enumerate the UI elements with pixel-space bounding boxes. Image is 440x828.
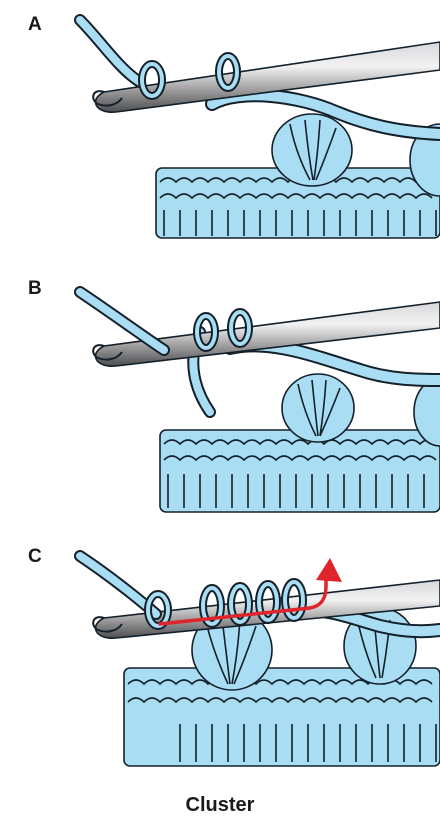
panel-a-label: A: [28, 14, 42, 35]
pull-through-arrow-icon: [158, 558, 342, 626]
panel-b-label: B: [28, 278, 42, 299]
loops-on-hook: [138, 52, 241, 100]
fabric-rows: [123, 667, 440, 767]
loops-on-hook: [144, 578, 307, 630]
chain-yarn: [225, 340, 440, 385]
crochet-hook: [92, 579, 440, 639]
panel-b: B: [0, 262, 440, 532]
panel-c-illustration: [74, 550, 440, 767]
loops-on-hook: [193, 308, 253, 352]
crochet-hook: [92, 41, 440, 113]
panel-c: C: [0, 534, 440, 790]
fabric-rows: [155, 167, 440, 239]
cluster-stitch: [281, 373, 440, 447]
panel-a-illustration: [74, 14, 440, 239]
working-yarn: [76, 288, 168, 354]
cluster-stitch: [271, 113, 440, 197]
fabric-rows: [159, 429, 440, 513]
figure-caption: Cluster: [185, 794, 255, 816]
panel-c-label: C: [28, 546, 42, 567]
panel-b-illustration: [74, 286, 440, 513]
crochet-hook: [92, 301, 440, 367]
panel-a: A: [0, 0, 440, 260]
